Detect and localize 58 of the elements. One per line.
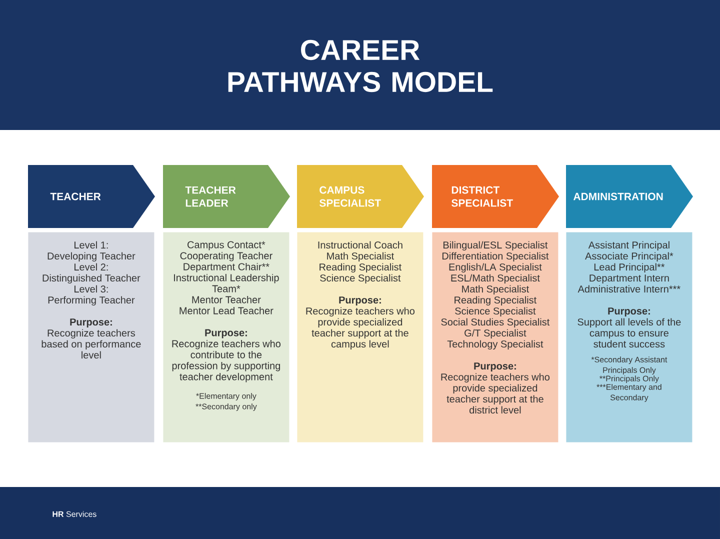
footnote: **Secondary only xyxy=(196,403,257,411)
job-title: Cooperating Teacher xyxy=(180,252,272,262)
job-title: Differentiation Specialist xyxy=(442,252,549,262)
purpose-heading: Purpose: xyxy=(339,296,381,306)
purpose-text: Recognize teachers who provide specialized teacher support at the campus level xyxy=(306,307,415,350)
job-title: Distinguished Teacher xyxy=(42,274,140,284)
job-title: Science Specialist xyxy=(455,307,536,317)
job-title: Math Specialist xyxy=(327,252,394,262)
job-title: Lead Principal** xyxy=(594,263,665,273)
heading-banner: ADMINISTRATION xyxy=(566,165,693,228)
job-title: Performing Teacher xyxy=(48,296,135,306)
job-title: Department Intern xyxy=(590,274,669,284)
job-title: Instructional Coach xyxy=(318,241,402,249)
job-title: Social Studies Specialist xyxy=(441,318,550,328)
footer-text: HR Services xyxy=(52,511,96,517)
job-title: Campus Contact* xyxy=(188,241,266,250)
job-title: Reading Specialist xyxy=(320,263,402,273)
job-title: Level 3: xyxy=(74,285,108,293)
job-title: G/T Specialist xyxy=(464,329,526,339)
job-title: Science Specialist xyxy=(320,274,401,284)
footnote: ***Elementary and Secondary xyxy=(596,384,662,402)
job-title: Assistant Principal xyxy=(588,241,670,251)
footnote: **Principals Only xyxy=(600,376,659,383)
info-panel xyxy=(432,232,558,442)
job-title: Level 2: xyxy=(74,263,108,271)
heading-banner: DISTRICT SPECIALIST xyxy=(432,165,559,228)
job-title: Administrative Intern*** xyxy=(578,285,680,293)
heading-banner: TEACHER LEADER xyxy=(163,165,290,228)
purpose-heading: Purpose: xyxy=(205,329,247,338)
info-panel xyxy=(566,232,692,442)
purpose-text: Recognize teachers who provide specialized teacher support at the district level xyxy=(441,373,550,414)
title: CAREER PATHWAYS MODEL xyxy=(228,40,493,92)
job-title: Associate Principal* xyxy=(585,252,674,262)
job-title: Department Chair** xyxy=(184,262,270,272)
job-title: ESL/Math Specialist xyxy=(451,274,540,284)
info-panel xyxy=(297,232,424,442)
job-title: Instructional Leadership Team* xyxy=(174,274,279,292)
info-panel xyxy=(28,232,154,442)
job-title: Mentor Teacher xyxy=(192,296,261,304)
purpose-heading: Purpose: xyxy=(474,362,516,372)
heading-banner: CAMPUS SPECIALIST xyxy=(297,165,424,228)
job-title: Developing Teacher xyxy=(48,252,136,262)
job-title: Mentor Lead Teacher xyxy=(180,306,274,314)
footnote: *Elementary only xyxy=(196,392,256,400)
info-panel xyxy=(163,232,290,442)
heading-banner: TEACHER xyxy=(28,165,155,228)
job-title: Technology Specialist xyxy=(447,340,544,350)
purpose-heading: Purpose: xyxy=(608,308,650,317)
purpose-heading: Purpose: xyxy=(70,318,112,328)
footnote: *Secondary Assistant Principals Only xyxy=(591,356,668,374)
job-title: Level 1: xyxy=(74,241,108,249)
job-title: English/LA Specialist xyxy=(449,263,542,273)
job-title: Bilingual/ESL Specialist xyxy=(444,241,548,251)
purpose-text: Recognize teachers based on performance level xyxy=(42,329,141,359)
purpose-text: Recognize teachers who contribute to the profession by supporting teacher development xyxy=(172,340,281,382)
job-title: Reading Specialist xyxy=(454,296,537,306)
job-title: Math Specialist xyxy=(462,285,530,295)
purpose-text: Support all levels of the campus to ensure student success xyxy=(578,318,681,348)
